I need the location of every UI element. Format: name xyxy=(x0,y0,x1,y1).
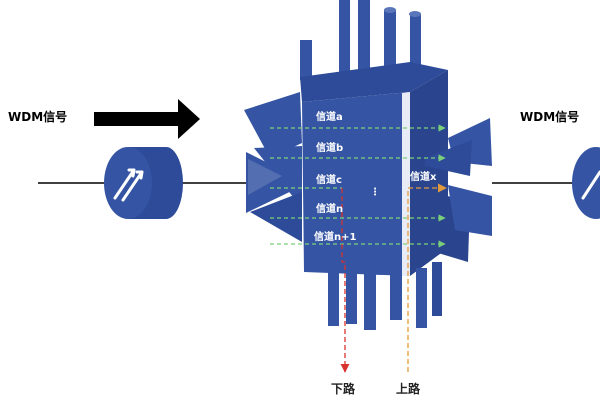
channel-x-label: 信道x xyxy=(410,170,437,183)
channel-n-label: 信道n xyxy=(316,202,343,215)
bottom-pipes xyxy=(328,262,442,330)
right-prism-wings xyxy=(425,118,492,262)
add-path-line xyxy=(407,183,447,372)
channel-ellipsis: ⋮ xyxy=(370,187,380,198)
left-prism-wings xyxy=(244,92,302,242)
drop-label: 下路 xyxy=(331,381,356,396)
input-connector-icon xyxy=(104,147,183,219)
channel-lines xyxy=(270,124,446,248)
device-top-face xyxy=(300,62,448,102)
input-signal-label: WDM信号 xyxy=(8,109,67,124)
thick-right-arrow-icon xyxy=(94,99,200,139)
channel-n1-label: 信道n+1 xyxy=(314,230,356,243)
output-signal-label: WDM信号 xyxy=(520,109,579,124)
add-label: 上路 xyxy=(396,381,421,396)
output-connector-icon xyxy=(572,147,600,219)
channel-c-label: 信道c xyxy=(316,173,342,186)
channel-a-label: 信道a xyxy=(316,110,343,123)
device-front-face xyxy=(302,92,410,276)
device-edge-highlight xyxy=(402,92,410,276)
drop-path-line xyxy=(340,188,350,373)
channel-b-label: 信道b xyxy=(316,141,343,154)
top-pipes xyxy=(300,0,421,80)
